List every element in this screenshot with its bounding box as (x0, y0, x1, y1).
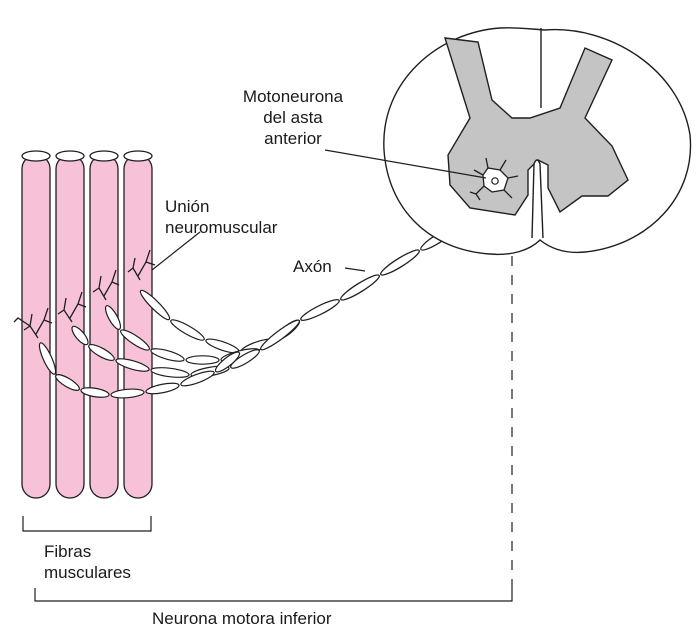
axon-pointer (345, 268, 365, 271)
myelin-segment (339, 272, 382, 303)
muscle-fiber-1 (22, 155, 50, 498)
myelin-segment (150, 346, 185, 364)
myelin-segment (379, 247, 422, 278)
myelin-segment (186, 356, 219, 364)
muscle-fiber-2 (56, 155, 84, 498)
muscle-fiber-2-top (56, 151, 84, 161)
muscle-fibers-label: Fibras musculares (44, 541, 131, 583)
myelin-segment (299, 297, 341, 324)
neuron-bracket (35, 586, 512, 601)
myelin-segment (169, 317, 206, 343)
muscle-fiber-3-top (90, 151, 118, 161)
lower-motor-neuron-label: Neurona motora inferior (152, 608, 332, 629)
neuromuscular-junction-label: Unión neuromuscular (165, 196, 277, 238)
spinal-cord-section (384, 28, 691, 255)
myelin-segment (258, 317, 301, 353)
myelin-segment (150, 366, 189, 379)
fibers-bracket (23, 516, 151, 531)
muscle-fiber-4 (124, 155, 152, 498)
muscle-fiber-4-top (124, 151, 152, 161)
axon-label: Axón (293, 256, 332, 277)
motoneuron-label: Motoneurona del asta anterior (218, 86, 368, 149)
muscle-fiber-1-top (22, 151, 50, 161)
